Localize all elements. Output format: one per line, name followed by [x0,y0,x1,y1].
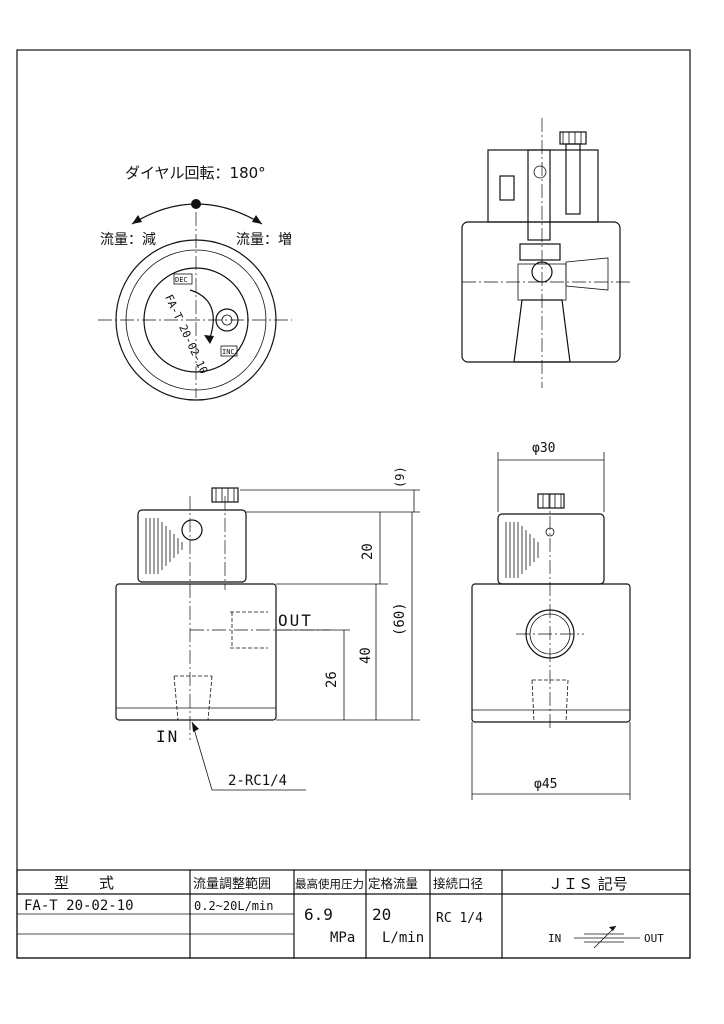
rated-flow-value: 20 [372,905,391,924]
dim-9-label: (9) [393,466,407,488]
dim-phi30-label: φ30 [532,441,555,456]
flow-decrease-label: 流量：減 [100,231,156,248]
model-value: FA-T 20-02-10 [24,898,134,914]
section-view [461,118,630,388]
header-max-pressure: 最高使用圧力 [295,877,364,891]
dial-face-model: FA-T 20-02-10 [162,292,210,376]
arrow-left-icon [132,215,142,224]
out-port-label: OUT [278,611,313,630]
dial-outer-circle [115,239,277,401]
jis-out-label: OUT [644,932,664,945]
in-port-label: IN [156,727,179,746]
jis-in-label: IN [548,932,561,945]
dim-phi45-label: φ45 [534,777,557,792]
arrow-right-icon [252,215,262,224]
flow-range-value: 0.2~20L/min [194,899,273,913]
inc-mark: INC [222,348,235,356]
leader-line [191,721,306,791]
dim-60-label: (60) [392,602,408,636]
dial-rotation-label: ダイヤル回転：180° [125,164,266,182]
drawing-frame [16,49,691,959]
dial-knob [215,308,239,332]
valve-body [115,583,277,721]
dial-view: ダイヤル回転：180° 流量：減 流量：増 FA-T 20-02-10 DEC … [98,164,292,401]
header-jis-symbol: ＪＩＳ 記号 [548,875,628,893]
header-model: 型 式 [54,874,114,892]
front-view: OUT IN 2-RC1/4 (9) 20 (60) 40 26 [115,466,420,791]
dial-cap [137,509,247,583]
max-pressure-value: 6.9 [304,905,333,924]
dec-mark: DEC [175,276,188,284]
dim-20-label: 20 [360,543,376,560]
dial-face [143,267,249,373]
rotation-arc [131,203,263,225]
port-size-value: RC 1/4 [436,911,483,926]
dial-pointer [189,289,214,339]
header-port-size: 接続口径 [433,876,483,891]
side-view: φ30 φ45 [471,441,631,800]
dim-40-label: 40 [358,647,374,664]
max-pressure-unit: MPa [330,930,355,946]
title-block: 型 式 流量調整範囲 最高使用圧力 定格流量 接続口径 ＪＩＳ 記号 FA-T … [16,869,691,959]
header-flow-range: 流量調整範囲 [193,877,271,892]
header-rated-flow: 定格流量 [368,876,418,891]
rated-flow-unit: L/min [382,930,424,946]
dim-26-label: 26 [324,671,340,688]
flow-increase-label: 流量：増 [236,232,292,248]
thread-spec-label: 2-RC1/4 [228,773,287,789]
dial-ring [125,249,267,391]
